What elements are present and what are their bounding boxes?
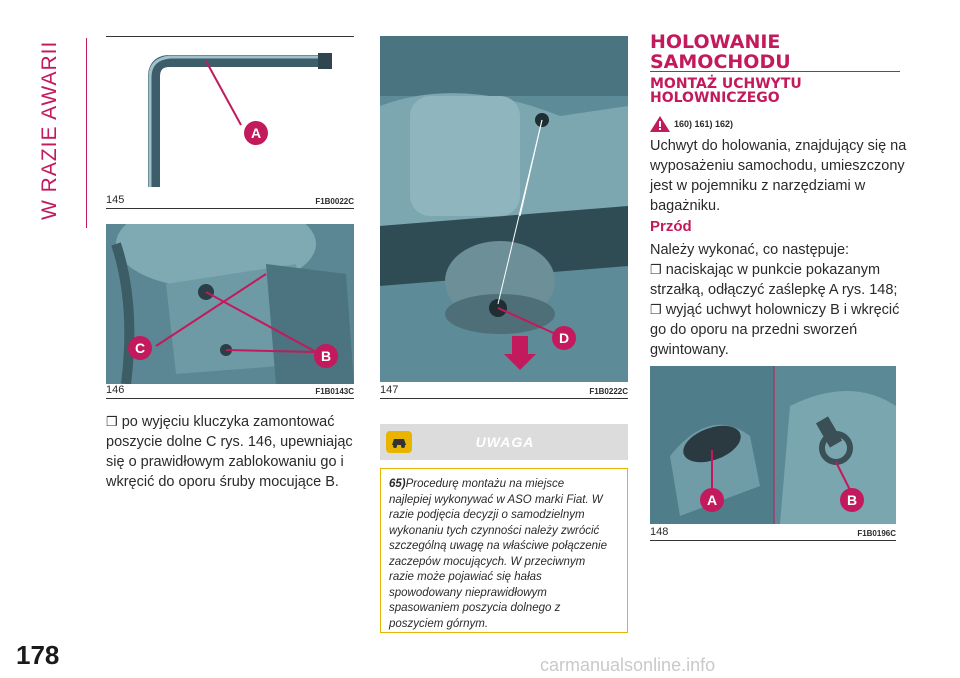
figure-number: 145 [106,194,125,206]
text-line: wyposażeniu samochodu, umieszczony [650,158,905,174]
ref-numbers: 160) 161) 162) [674,119,734,129]
figure-code: F1B0022C [315,197,354,206]
heading-line: MONTAŻ UCHWYTU [650,76,802,92]
figure-caption: 145 F1B0022C [106,194,354,209]
callout-a: A [700,488,724,512]
figure-number: 148 [650,526,669,538]
text-line: wyjąć uchwyt holowniczy B i wkręcić [665,302,900,318]
callout-d: D [552,326,576,350]
text-line: jest w pojemniku z narzędziami w [650,178,866,194]
figure-147: D 147 F1B0222C [380,36,628,406]
figure-number: 146 [106,384,125,396]
text-line: naciskając w punkcie pokazanym [665,262,881,278]
text-line: spasowaniem poszycia dolnego z [389,602,561,614]
text-line: Należy wykonać, co następuje: [650,242,850,258]
warning-title: UWAGA [475,434,535,450]
checkbox-bullet-icon: ❒ [650,302,662,317]
text-line: gwintowany. [650,342,729,358]
text-line: razie może pojawiać się hałas [389,571,542,583]
text-line: najlepiej wykonywać w ASO marki Fiat. W [389,493,603,506]
checkbox-bullet-icon: ❒ [106,414,118,429]
callout-b: B [840,488,864,512]
figure-145: A 145 F1B0022C [106,36,354,216]
figure-146: C B 146 F1B0143C [106,224,354,404]
warning-ref: 65) [389,478,406,490]
watermark: carmanualsonline.info [540,655,716,675]
subsection-heading: MONTAŻ UCHWYTU HOLOWNICZEGO [650,77,900,105]
callout-c: C [128,336,152,360]
instruction-paragraph: ❒ po wyjęciu kluczyka zamontować poszyci… [106,412,366,492]
callout-b: B [314,344,338,368]
heading-line: HOLOWANIE [650,31,781,53]
figure-caption: 147 F1B0222C [380,384,628,399]
intro-paragraph: Uchwyt do holowania, znajdujący się na w… [650,136,910,216]
heading-line: HOLOWNICZEGO [650,90,780,106]
callout-a: A [244,121,268,145]
text-line: bagażniku. [650,198,721,214]
text-line: spowodowany nieprawidłowym [389,586,547,599]
steps-paragraph: Należy wykonać, co następuje: ❒ naciskaj… [650,240,910,360]
figure-148: A B 148 F1B0196C [650,366,896,546]
section-heading: HOLOWANIE SAMOCHODU [650,32,900,72]
figure-caption: 148 F1B0196C [650,526,896,541]
figure-caption: 146 F1B0143C [106,384,354,399]
warning-body: 65)Procedurę montażu na miejsce najlepie… [380,468,628,633]
text-line: strzałką, odłączyć zaślepkę A rys. 148; [650,282,898,298]
text-line: wkręcić do oporu śruby mocujące B. [106,474,339,490]
allen-key-illustration [148,53,332,187]
car-warning-icon [386,431,412,453]
text-line: się o prawidłowym zablokowaniu go i [106,454,344,470]
text-line: go do oporu na przedni sworzeń [650,322,858,338]
heading-divider [650,71,900,72]
checkbox-bullet-icon: ❒ [650,262,662,277]
figure-code: F1B0143C [315,387,354,396]
text-line: zaczepów mocujących. W przeciwnym [389,555,586,568]
text-line: wykonaniu tych czynności należy zwrócić [389,524,600,537]
figure-number: 147 [380,384,399,396]
text-line: Procedurę montażu na miejsce [405,478,565,490]
warning-triangle-icon [650,116,670,132]
chapter-title: W RAZIE AWARII [38,40,61,220]
text-line: szczególną uwagę na właściwe połączenie [389,540,607,552]
text-line: razie podjęcia decyzji o samodzielnym [389,509,585,521]
page-number: 178 [16,640,60,670]
heading-line: SAMOCHODU [650,51,791,73]
figure-code: F1B0196C [857,529,896,538]
figure-code: F1B0222C [589,387,628,396]
text-line: poszyciem górnym. [389,617,489,630]
warning-refs: 160) 161) 162) [650,116,733,132]
chapter-divider [86,38,87,228]
text-line: poszycie dolne C rys. 146, upewniając [106,434,353,450]
steering-column-assembly-photo [380,36,628,382]
warning-header: UWAGA [380,424,628,460]
tow-hook-bumper-photo [650,366,896,524]
text-line: Uchwyt do holowania, znajdujący się na [650,138,907,154]
text-line: po wyjęciu kluczyka zamontować [121,414,335,430]
subheading-front: Przód [650,218,692,235]
